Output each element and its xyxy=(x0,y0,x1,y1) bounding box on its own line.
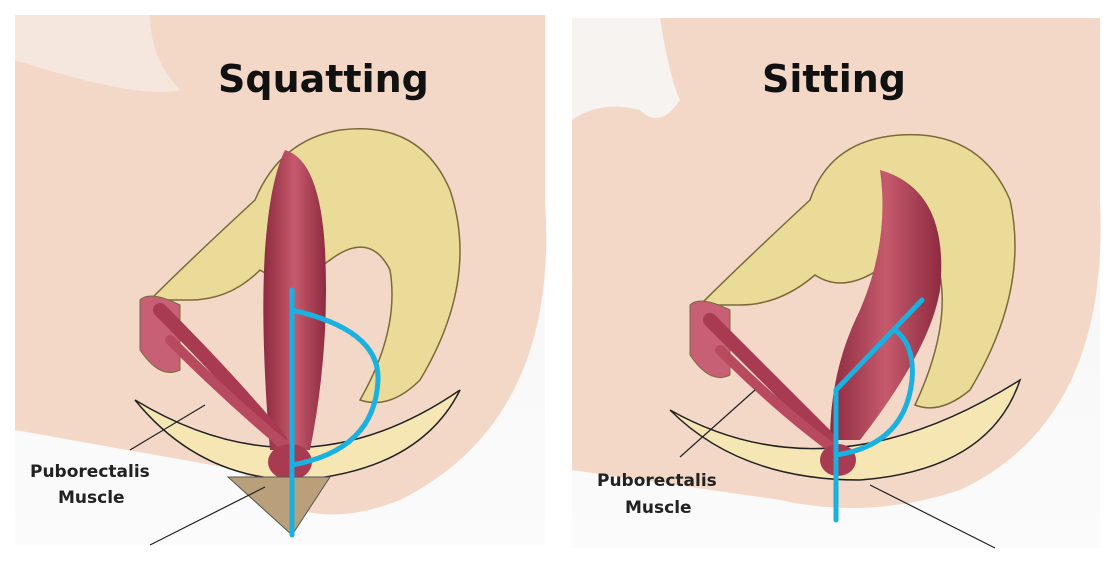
pelvic-floor xyxy=(669,378,1022,481)
rectum-muscle xyxy=(263,150,326,450)
pointer-arrow xyxy=(679,389,756,458)
label-line1: Puborectalis xyxy=(597,471,717,491)
label-line1: Puborectalis xyxy=(30,462,150,482)
label-line2: Muscle xyxy=(58,488,125,508)
direction-triangle xyxy=(226,476,331,536)
pointer-arrow xyxy=(149,486,266,546)
pointer-arrow xyxy=(869,484,996,549)
rectum-muscle xyxy=(830,170,942,440)
anorectal-angle-line xyxy=(833,297,925,523)
sitting-panel: Sitting Puborectalis Muscle xyxy=(572,18,1101,549)
label-line2: Muscle xyxy=(625,498,692,518)
panel-title: Squatting xyxy=(218,57,429,101)
pelvis-bone xyxy=(698,133,1016,409)
panel-title: Sitting xyxy=(762,57,906,101)
anorectal-angle-line xyxy=(289,287,381,538)
squatting-panel: Squatting Puborectalis Muscle xyxy=(15,15,547,546)
pointer-arrow xyxy=(129,404,206,451)
